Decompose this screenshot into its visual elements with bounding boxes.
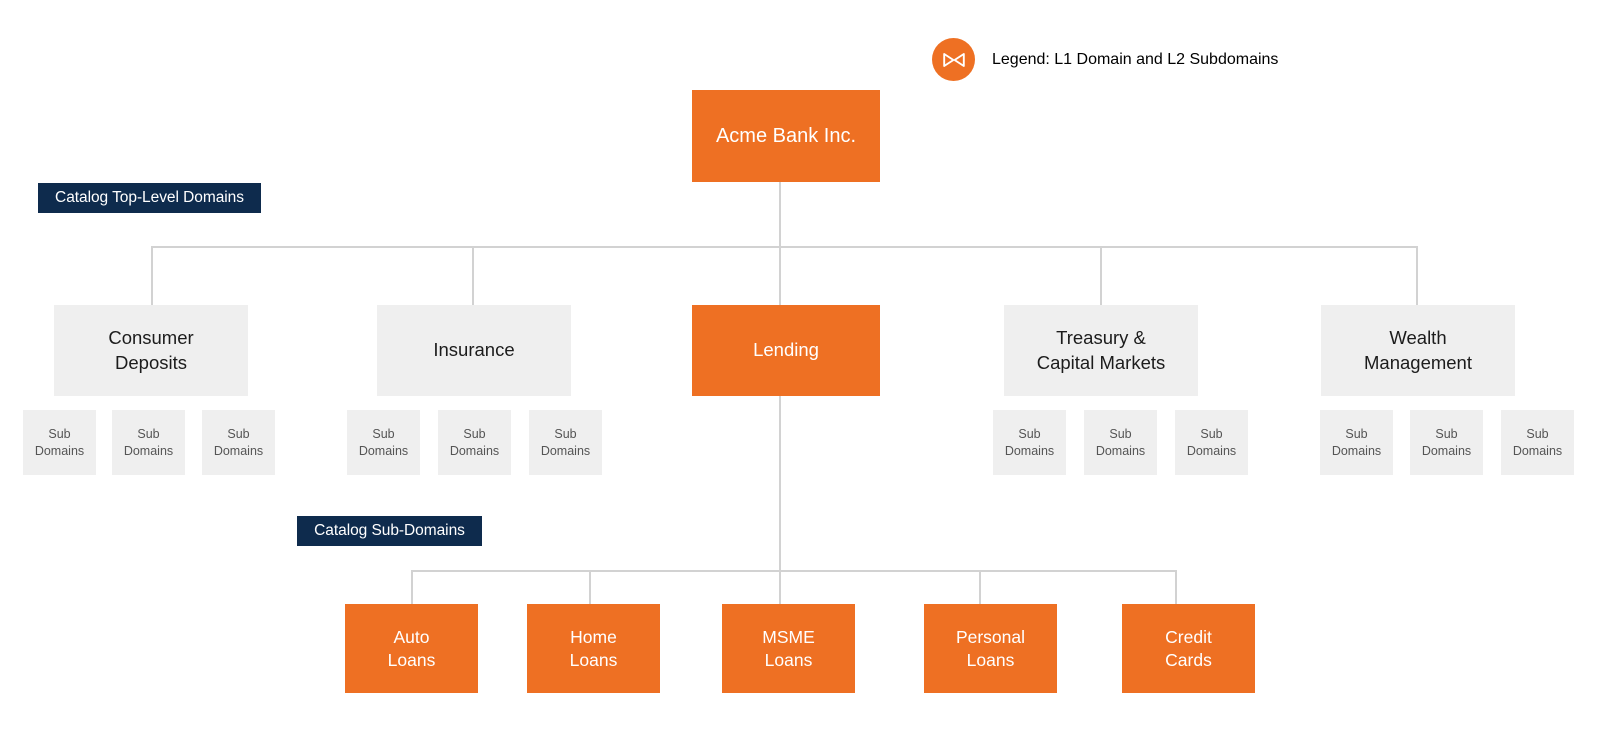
node-subdomain[interactable]: Sub Domains [1320, 410, 1393, 475]
node-label-line1: MSME [762, 626, 815, 647]
subdomain-line2: Domains [1095, 443, 1146, 458]
node-l2-auto-loans[interactable]: Auto Loans [345, 604, 478, 693]
node-subdomain[interactable]: Sub Domains [529, 410, 602, 475]
bowtie-logo-icon [932, 38, 975, 81]
node-subdomain[interactable]: Sub Domains [1084, 410, 1157, 475]
node-l2-personal-loans[interactable]: Personal Loans [924, 604, 1057, 693]
connector-drop-credit-cards [1175, 570, 1177, 605]
node-l1-consumer-deposits[interactable]: Consumer Deposits [54, 305, 248, 396]
connector-l2-bus [411, 570, 1176, 572]
node-subdomain[interactable]: Sub Domains [993, 410, 1066, 475]
node-label-line1: Wealth [1389, 327, 1447, 349]
subdomain-line2: Domains [1186, 443, 1237, 458]
node-l1-wealth-management[interactable]: Wealth Management [1321, 305, 1515, 396]
node-l2-credit-cards[interactable]: Credit Cards [1122, 604, 1255, 693]
subdomain-line1: Sub [1435, 426, 1458, 441]
node-label-line1: Credit [1165, 626, 1212, 647]
node-label-line2: Loans [569, 649, 618, 670]
badge-sub-domains-label: Catalog Sub-Domains [314, 522, 465, 539]
node-subdomain[interactable]: Sub Domains [347, 410, 420, 475]
legend: Legend: L1 Domain and L2 Subdomains [932, 38, 1278, 81]
connector-drop-lending [779, 246, 781, 305]
subdomain-line1: Sub [137, 426, 160, 441]
node-label-line1: Lending [753, 339, 819, 361]
connector-drop-treasury [1100, 246, 1102, 305]
node-label-line1: Personal [955, 626, 1026, 647]
node-subdomain[interactable]: Sub Domains [1410, 410, 1483, 475]
subdomain-line2: Domains [34, 443, 85, 458]
subdomain-line1: Sub [227, 426, 250, 441]
node-label-line2: Loans [387, 649, 436, 670]
connector-drop-auto-loans [411, 570, 413, 605]
node-l1-treasury-capital-markets[interactable]: Treasury & Capital Markets [1004, 305, 1198, 396]
badge-top-level-label: Catalog Top-Level Domains [55, 189, 244, 206]
badge-catalog-sub-domains: Catalog Sub-Domains [297, 516, 482, 546]
node-subdomain[interactable]: Sub Domains [202, 410, 275, 475]
node-label-line1: Consumer [108, 327, 194, 349]
node-l2-msme-loans[interactable]: MSME Loans [722, 604, 855, 693]
node-subdomain[interactable]: Sub Domains [1175, 410, 1248, 475]
connector-lending-stem [779, 395, 781, 572]
subdomain-line2: Domains [358, 443, 409, 458]
node-label-line2: Loans [764, 649, 813, 670]
node-label-line1: Home [570, 626, 617, 647]
subdomain-line1: Sub [372, 426, 395, 441]
subdomain-line1: Sub [48, 426, 71, 441]
connector-drop-msme-loans [779, 570, 781, 605]
node-label-line2: Capital Markets [1036, 351, 1166, 373]
badge-catalog-top-level-domains: Catalog Top-Level Domains [38, 183, 261, 213]
connector-drop-home-loans [589, 570, 591, 605]
connector-drop-insurance [472, 246, 474, 305]
node-l1-lending[interactable]: Lending [692, 305, 880, 396]
subdomain-line2: Domains [213, 443, 264, 458]
node-label-line2: Loans [966, 649, 1015, 670]
subdomain-line2: Domains [540, 443, 591, 458]
node-label-line2: Cards [1165, 649, 1212, 670]
node-subdomain[interactable]: Sub Domains [23, 410, 96, 475]
node-l2-home-loans[interactable]: Home Loans [527, 604, 660, 693]
subdomain-line2: Domains [1421, 443, 1472, 458]
connector-root-stem [779, 181, 781, 248]
connector-drop-wealth [1416, 246, 1418, 305]
subdomain-line1: Sub [463, 426, 486, 441]
subdomain-line1: Sub [1526, 426, 1549, 441]
subdomain-line1: Sub [554, 426, 577, 441]
subdomain-line1: Sub [1109, 426, 1132, 441]
subdomain-line1: Sub [1345, 426, 1368, 441]
subdomain-line1: Sub [1200, 426, 1223, 441]
connector-drop-consumer-deposits [151, 246, 153, 305]
subdomain-line2: Domains [1004, 443, 1055, 458]
node-label-line1: Treasury & [1056, 327, 1146, 349]
subdomain-line2: Domains [1512, 443, 1563, 458]
node-label-line2: Deposits [115, 351, 187, 373]
node-label-line1: Insurance [433, 339, 515, 361]
node-subdomain[interactable]: Sub Domains [112, 410, 185, 475]
connector-l1-bus [151, 246, 1417, 248]
node-l1-insurance[interactable]: Insurance [377, 305, 571, 396]
node-root-label: Acme Bank Inc. [715, 125, 857, 147]
subdomain-line2: Domains [449, 443, 500, 458]
node-subdomain[interactable]: Sub Domains [1501, 410, 1574, 475]
legend-label: Legend: L1 Domain and L2 Subdomains [992, 50, 1279, 68]
node-subdomain[interactable]: Sub Domains [438, 410, 511, 475]
node-root[interactable]: Acme Bank Inc. [692, 90, 880, 182]
connector-drop-personal-loans [979, 570, 981, 605]
subdomain-line2: Domains [1331, 443, 1382, 458]
subdomain-line2: Domains [123, 443, 174, 458]
node-label-line2: Management [1364, 351, 1472, 373]
subdomain-line1: Sub [1018, 426, 1041, 441]
node-label-line1: Auto [393, 626, 430, 647]
